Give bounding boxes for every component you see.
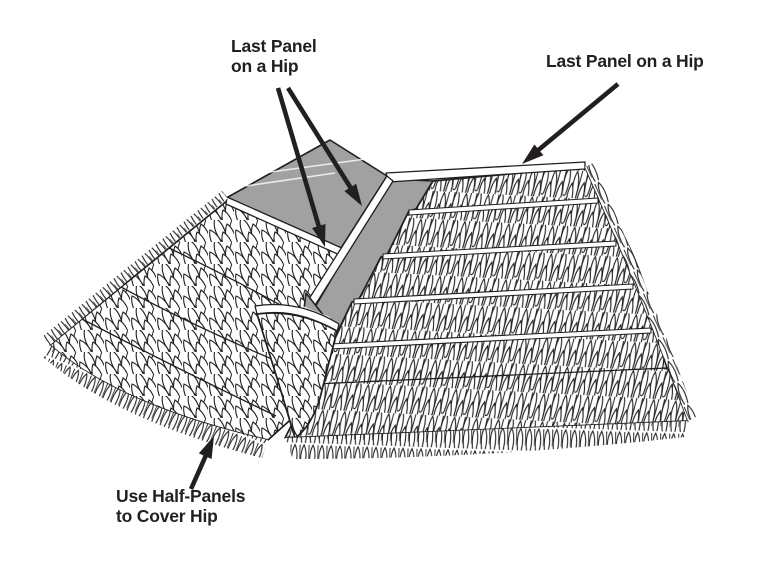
- label-last-panel-top-line2: on a Hip: [231, 56, 299, 76]
- label-last-panel-top: Last Panel on a Hip: [231, 36, 317, 76]
- right-thatch-face: [284, 161, 689, 439]
- label-half-panels: Use Half-Panels to Cover Hip: [116, 486, 245, 526]
- label-half-panels-line2: to Cover Hip: [116, 506, 218, 526]
- label-last-panel-top-line1: Last Panel: [231, 36, 317, 56]
- label-last-panel-right: Last Panel on a Hip: [546, 51, 704, 71]
- left-thatch-face: [49, 196, 345, 441]
- half-panels-arrow: [188, 436, 214, 490]
- label-half-panels-line1: Use Half-Panels: [116, 486, 246, 506]
- thatch-fringes: [43, 163, 696, 459]
- last-panel-right-arrow: [522, 82, 620, 164]
- last-panel-top-arrows: [275, 86, 362, 247]
- half-panel-on-hip: [254, 303, 340, 439]
